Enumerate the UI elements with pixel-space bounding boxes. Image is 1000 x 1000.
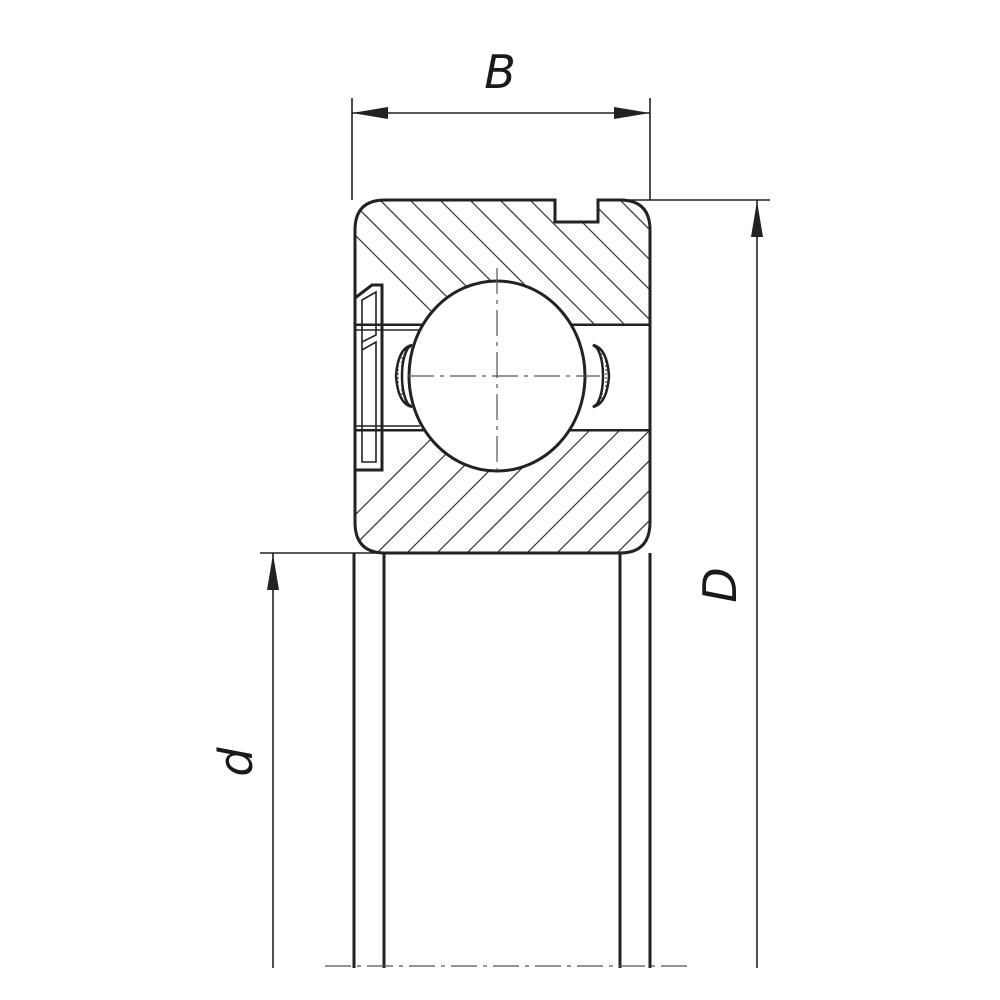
inner-ring-hatching — [355, 430, 650, 553]
bore-lines — [352, 553, 652, 968]
dimension-width-label: B — [484, 45, 516, 99]
shield-seal — [353, 283, 420, 472]
dimension-bore-diameter-label: d — [209, 747, 263, 777]
dimension-width: B — [351, 45, 651, 200]
outer-ring-outline — [353, 198, 652, 327]
inner-ring — [353, 428, 652, 555]
ball-center-lines — [408, 268, 600, 470]
dimension-outer-diameter-label: D — [693, 567, 747, 602]
dimension-bore-diameter: d — [209, 552, 384, 968]
outer-ring-hatching — [355, 200, 650, 325]
cage-right — [592, 343, 611, 409]
outer-ring — [353, 198, 652, 327]
cage-left — [394, 343, 413, 409]
dimension-outer-diameter: D — [625, 199, 770, 968]
